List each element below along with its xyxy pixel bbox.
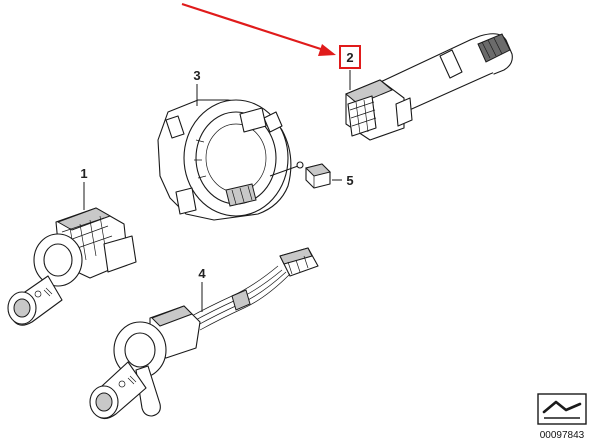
part-2-wiper-switch[interactable]	[345, 33, 513, 141]
part-2-label-box: 2	[339, 45, 361, 90]
part-4-label: 4	[198, 266, 206, 281]
part-5-callout: 5	[332, 173, 354, 188]
part-3-clock-spring[interactable]	[157, 99, 304, 221]
part-1-callout: 1	[80, 166, 88, 210]
part-1-indicator-switch[interactable]	[7, 207, 137, 326]
part-3-label: 3	[193, 68, 200, 83]
part-4-callout: 4	[198, 266, 206, 312]
reference-number: 00097843	[540, 430, 585, 441]
part-3-callout: 3	[193, 68, 201, 106]
highlight-arrow	[181, 2, 336, 56]
part-5-block[interactable]	[305, 163, 331, 189]
part-1-label: 1	[80, 166, 87, 181]
part-2-label: 2	[346, 50, 353, 65]
reference-logo	[537, 393, 587, 425]
part-5-label: 5	[346, 173, 353, 188]
part-4-cruise-switch[interactable]	[89, 247, 319, 420]
